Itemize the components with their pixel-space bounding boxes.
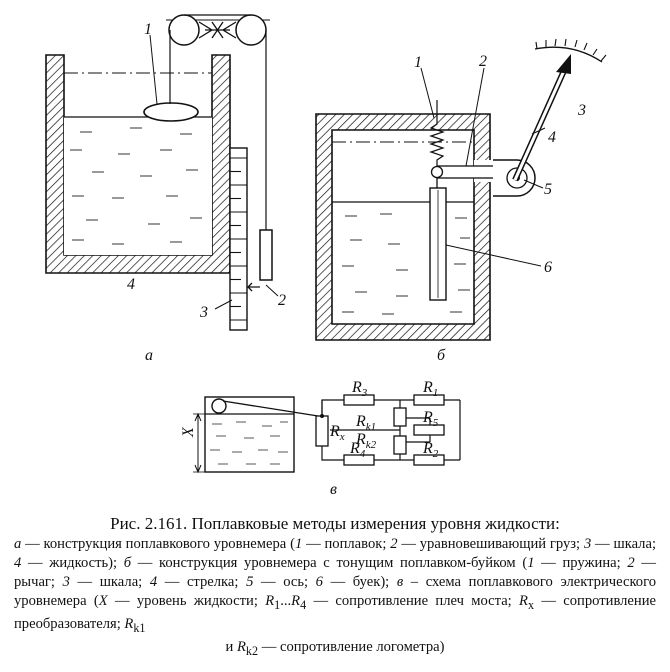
needle-inner: [513, 63, 569, 181]
leader-b5: [523, 179, 544, 189]
leader-b6: [445, 244, 542, 267]
pulley-right: [235, 14, 267, 46]
label-b-3: 3: [577, 102, 586, 119]
resistor-r5: [413, 424, 445, 436]
figure-diagram: 1 2 3 4 а: [45, 14, 607, 498]
panel-b-diagram: 1 2 3 4 5 6 б: [315, 38, 607, 364]
pointer-a: [247, 282, 260, 292]
dial-ticks: [535, 38, 607, 62]
panel-v-label: в: [330, 481, 337, 498]
liquid-a: [64, 117, 212, 255]
float: [143, 102, 199, 122]
liquid-a-dashes: [70, 127, 202, 245]
panel-a-label: а: [145, 347, 153, 364]
label-r3: R3: [351, 379, 368, 399]
pulley-left: [168, 14, 200, 46]
label-rx: Rx: [329, 423, 345, 443]
resistor-r2: [413, 454, 445, 466]
label-x: X: [180, 426, 197, 438]
scale-a-ticks: [230, 157, 247, 321]
label-rk1: Rk1: [355, 413, 376, 433]
label-r4: R4: [349, 440, 366, 460]
leader-b4: [531, 127, 546, 135]
label-r1: R1: [422, 379, 438, 399]
panel-b-label: б: [437, 347, 446, 364]
label-a-3: 3: [199, 304, 208, 321]
resistor-rk2: [393, 435, 407, 455]
leader-a2: [265, 284, 279, 297]
liquid-b-dashes: [342, 213, 470, 315]
arm-v: [222, 400, 319, 417]
label-a-2: 2: [278, 292, 286, 309]
float-v: [211, 398, 227, 414]
needle-tip: [556, 54, 571, 74]
liquid-v-dashes: [210, 421, 288, 465]
pulley-bracket: [198, 21, 237, 39]
leader-a1: [149, 34, 158, 105]
label-b-6: 6: [544, 259, 552, 276]
panel-v-diagram: X R3 R1 Rk1 Rk2 R5 R4 R2 Rx: [180, 379, 461, 498]
counterweight: [259, 229, 273, 281]
tank-b-wall: [315, 113, 491, 341]
figure-caption: Рис. 2.161. Поплавковые методы измерения…: [14, 514, 656, 661]
label-b-4: 4: [548, 129, 556, 146]
dial-arc: [534, 46, 603, 63]
label-b-2: 2: [479, 53, 487, 70]
label-r2: R2: [422, 440, 439, 460]
resistor-rx: [315, 415, 329, 447]
resistor-r3: [343, 394, 375, 406]
leader-b1: [420, 67, 435, 119]
label-b-1: 1: [414, 54, 422, 71]
resistor-r4: [343, 454, 375, 466]
resistor-r1: [413, 394, 445, 406]
caption-title: Рис. 2.161. Поплавковые методы измерения…: [110, 514, 560, 533]
lever-pin: [430, 165, 444, 179]
caption-last-line: и Rk2 — сопротивление логометра): [225, 638, 445, 658]
leader-a3: [214, 299, 233, 310]
label-a-1: 1: [144, 21, 152, 38]
panel-a-diagram: 1 2 3 4 а: [45, 14, 286, 364]
label-r5: R5: [422, 409, 439, 429]
caption-body: а — конструкция поплавкового уровнемера …: [14, 536, 657, 635]
label-b-5: 5: [544, 181, 552, 198]
label-rk2: Rk2: [355, 431, 377, 451]
node-rx: [320, 414, 324, 418]
label-a-4: 4: [127, 276, 135, 293]
leader-b2: [465, 67, 485, 167]
resistor-rk1: [393, 407, 407, 427]
spring: [429, 100, 445, 166]
